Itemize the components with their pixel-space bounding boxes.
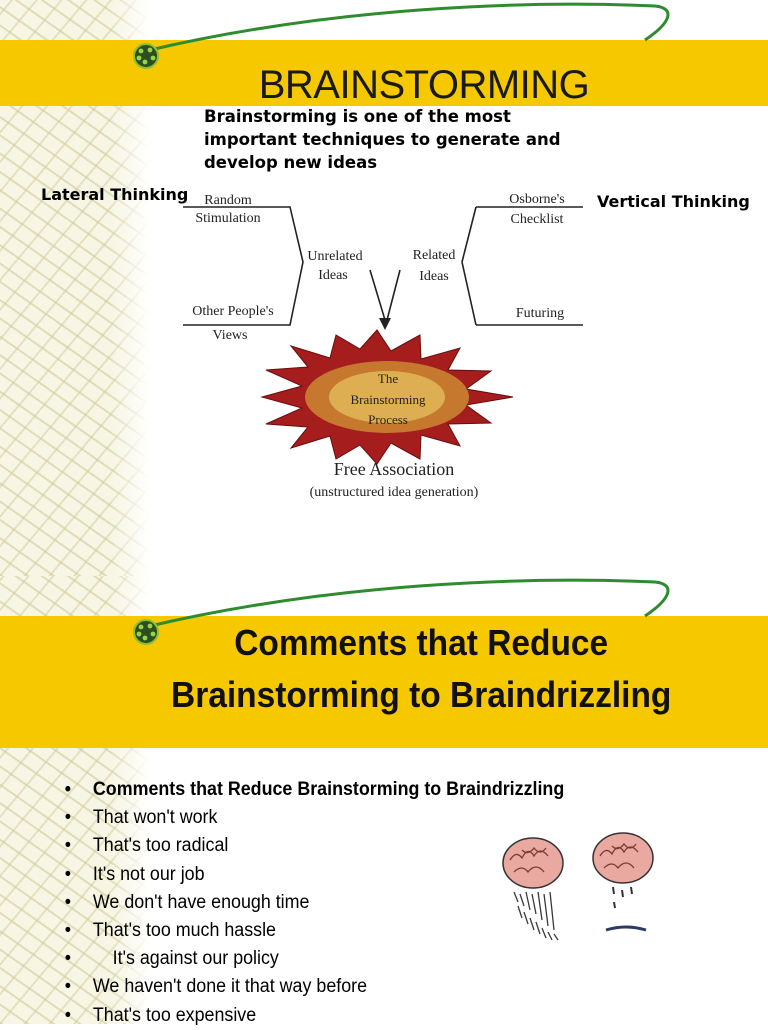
list-item: That's too much hassle xyxy=(60,917,564,945)
list-item: That won't work xyxy=(60,804,564,832)
title-band xyxy=(0,616,768,748)
slide-brainstorming: BRAINSTORMING Brainstorming is one of th… xyxy=(0,0,768,576)
swoosh-decoration xyxy=(133,578,670,645)
swoosh-decoration xyxy=(133,2,670,69)
free-association-label: Free Association xyxy=(334,459,454,479)
process-label-2: Brainstorming xyxy=(350,392,426,407)
unrelated-ideas-label-1: Unrelated xyxy=(307,249,362,264)
brainstorming-diagram: Random Stimulation Other People's Views … xyxy=(183,192,583,500)
vertical-thinking-label: Vertical Thinking xyxy=(597,192,750,211)
list-item: That's too radical xyxy=(60,832,564,860)
process-label-3: Process xyxy=(368,412,408,427)
lateral-thinking-label: Lateral Thinking xyxy=(41,185,189,204)
list-item: We don't have enough time xyxy=(60,889,564,917)
intro-text: Brainstorming is one of the most importa… xyxy=(204,107,561,172)
unrelated-ideas-label-2: Ideas xyxy=(318,268,348,283)
random-stimulation-label-1: Random xyxy=(204,193,252,208)
random-stimulation-label-2: Stimulation xyxy=(195,211,260,226)
slide-title: Comments that Reduce Brainstorming to Br… xyxy=(27,617,741,721)
related-ideas-label-2: Ideas xyxy=(419,269,449,284)
list-item: We haven't done it that way before xyxy=(60,973,564,1001)
futuring-label: Futuring xyxy=(516,306,564,321)
other-peoples-views-label-1: Other People's xyxy=(192,304,273,319)
list-item: It's not our job xyxy=(60,861,564,889)
braindrizzle-illustration xyxy=(502,832,654,941)
other-peoples-views-label-2: Views xyxy=(213,328,248,343)
list-item: It's against our policy xyxy=(60,945,564,973)
process-label-1: The xyxy=(378,371,398,386)
list-item: That's too expensive xyxy=(60,1002,564,1030)
storm-brain-icon xyxy=(502,837,564,941)
osbornes-checklist-label-2: Checklist xyxy=(511,212,564,227)
comments-list: Comments that Reduce Brainstorming to Br… xyxy=(60,776,596,1030)
osbornes-checklist-label-1: Osborne's xyxy=(509,192,564,207)
slide-title: BRAINSTORMING xyxy=(258,63,590,107)
unstructured-label: (unstructured idea generation) xyxy=(310,485,479,500)
drizzle-brain-icon xyxy=(592,832,654,932)
list-item: Comments that Reduce Brainstorming to Br… xyxy=(60,776,565,804)
slide-title-line-1: Comments that Reduce xyxy=(234,622,609,663)
related-ideas-label-1: Related xyxy=(413,248,456,263)
title-band xyxy=(0,40,768,106)
slide-title-line-2: Brainstorming to Braindrizzling xyxy=(171,674,672,715)
